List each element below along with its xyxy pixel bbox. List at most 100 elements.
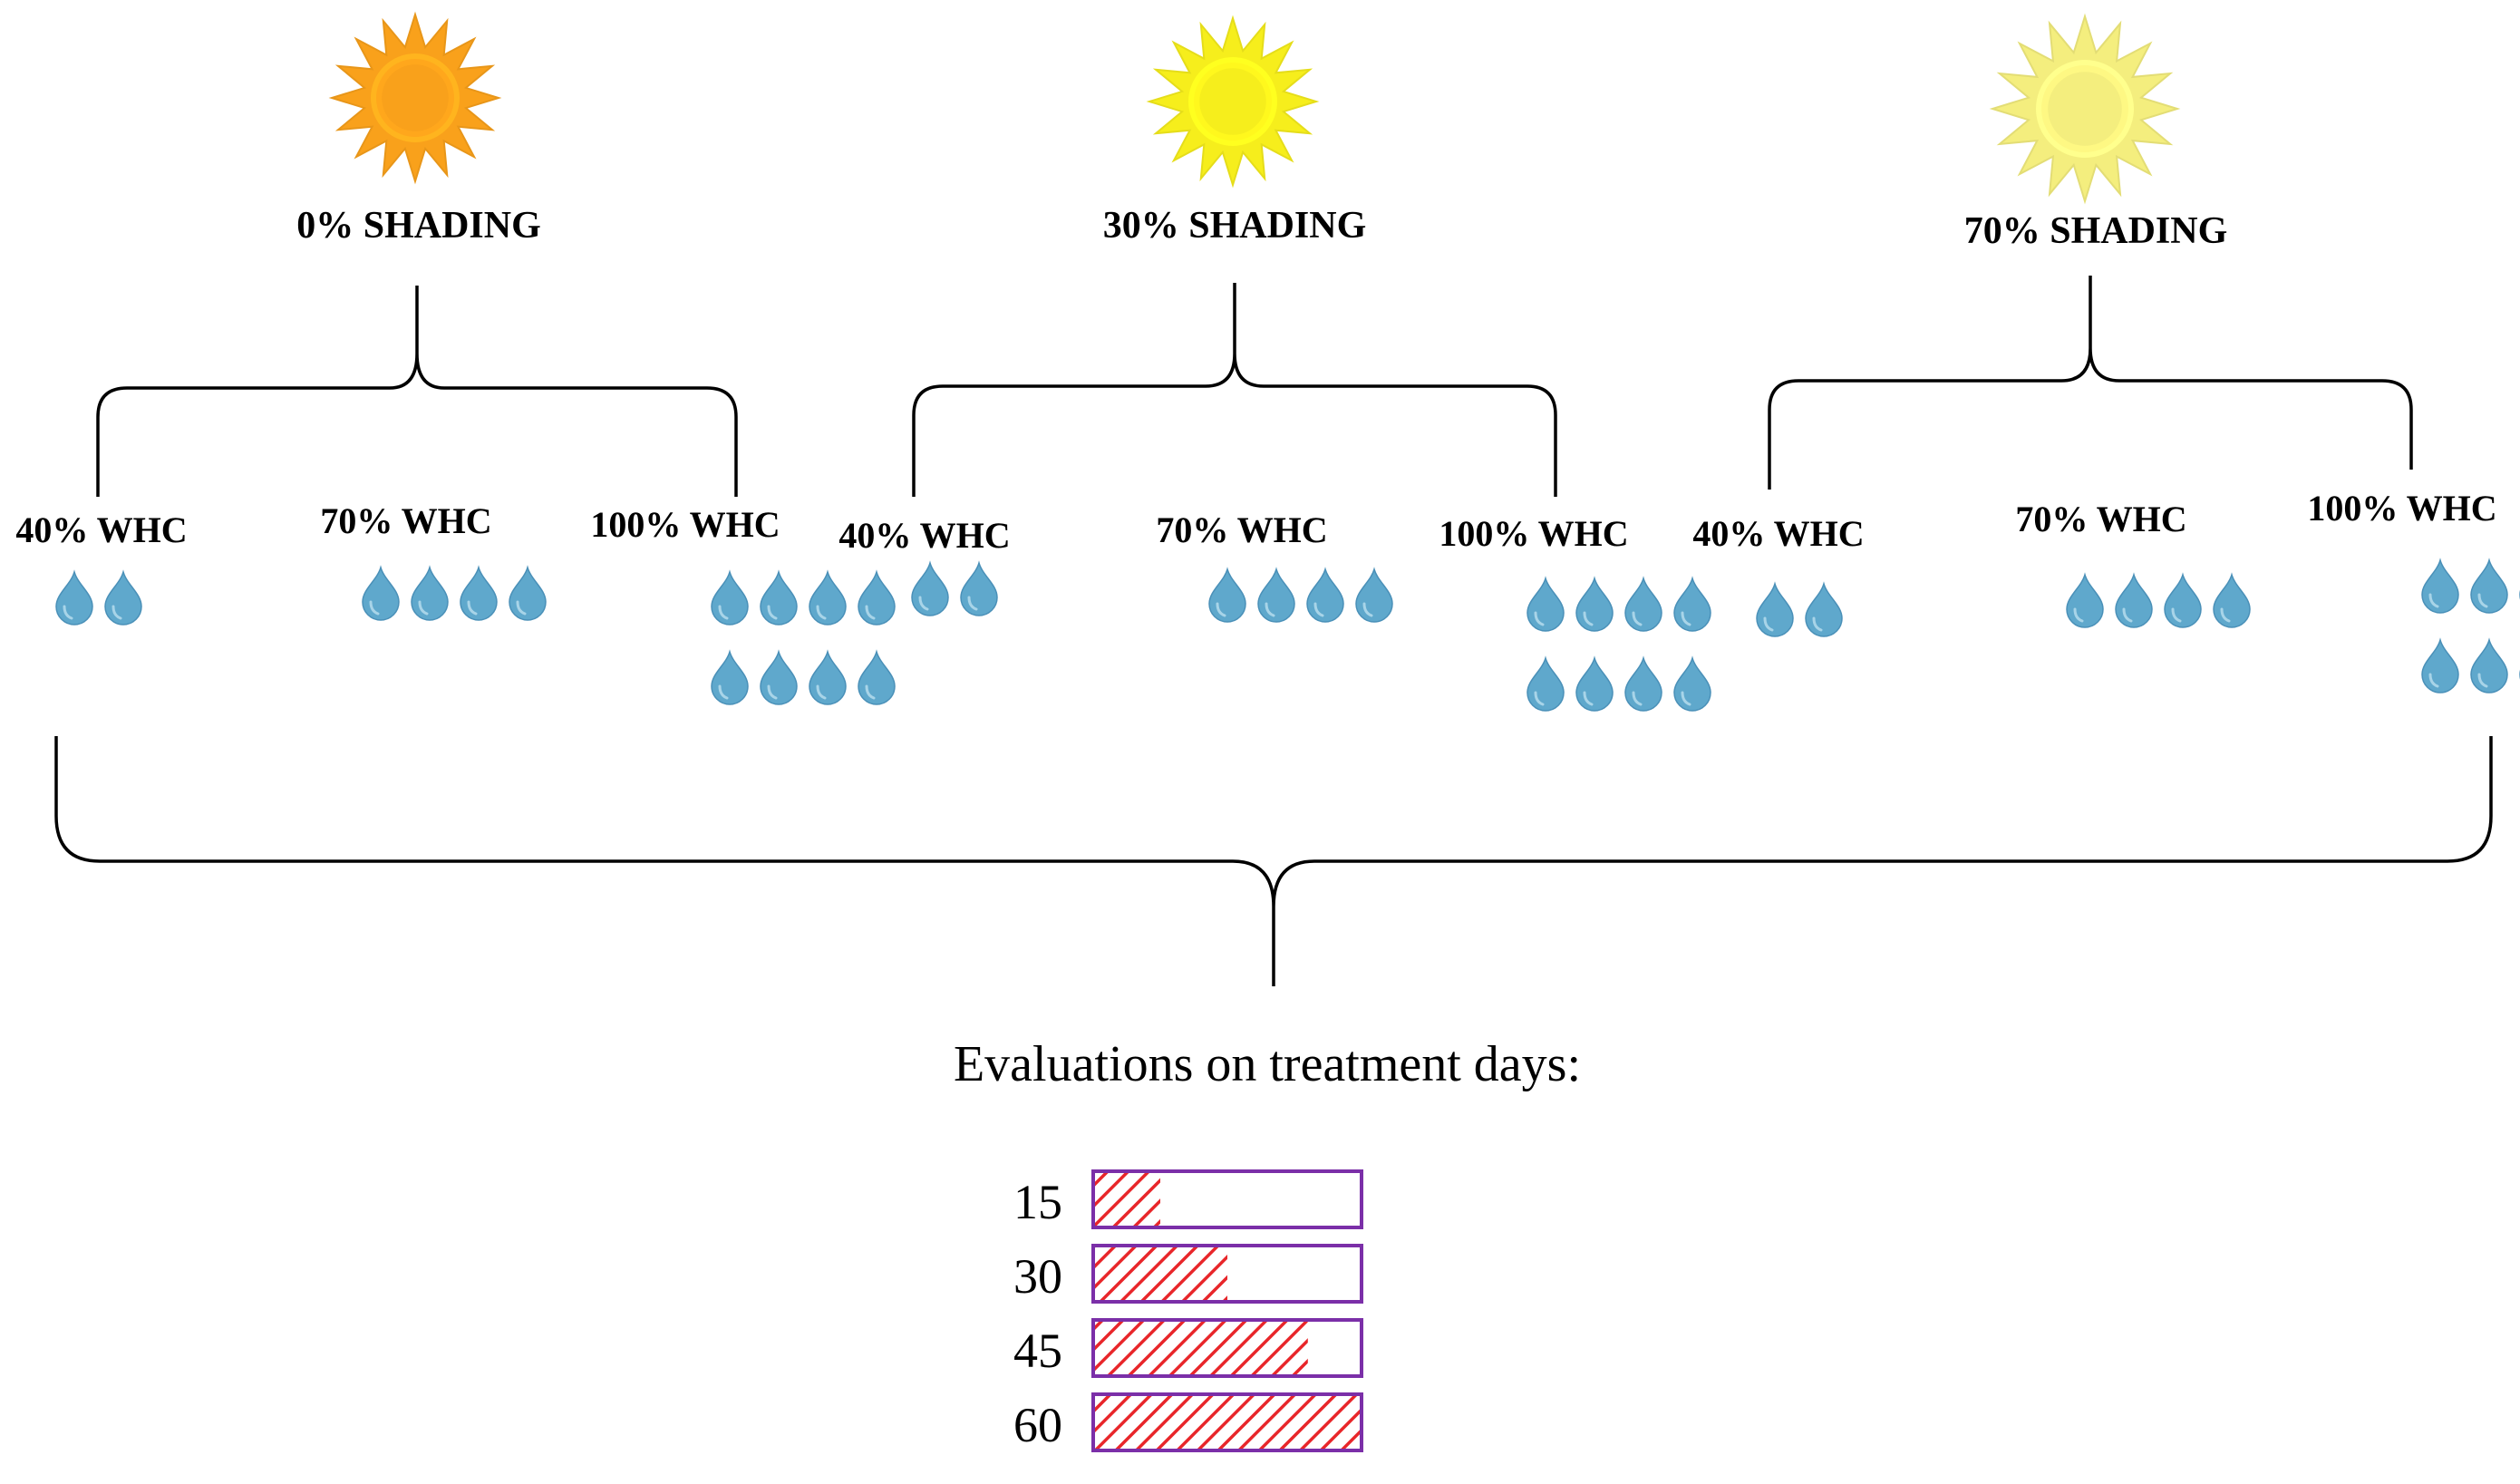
drop-highlight [767, 684, 778, 700]
evaluation-row: 60 [1013, 1392, 1363, 1452]
drop-highlight [1313, 602, 1324, 617]
drops-cluster [711, 569, 896, 705]
whc-level: 100% WHC [2307, 488, 2520, 694]
shading-label: 70% SHADING [1964, 210, 2228, 252]
evaluations-title: Evaluations on treatment days: [954, 1036, 1581, 1092]
drop-highlight [1681, 611, 1691, 626]
sun-core [1199, 68, 1266, 135]
drop-highlight [1812, 616, 1823, 632]
water-drop-icon [711, 569, 749, 626]
group-brace [1768, 276, 2413, 490]
water-drop-icon [2164, 572, 2202, 628]
drop-highlight [1681, 691, 1691, 706]
drop-highlight [816, 605, 827, 620]
drop-highlight [865, 605, 876, 620]
whc-level: 70% WHC [1156, 509, 1393, 623]
water-drop-icon [711, 649, 749, 705]
drops-cluster [1208, 567, 1393, 623]
whc-label: 40% WHC [15, 509, 187, 550]
drop-highlight [2428, 673, 2439, 688]
water-drop-icon [55, 569, 93, 626]
drop-highlight [718, 684, 729, 700]
whc-label: 70% WHC [320, 500, 491, 541]
drop-highlight [2477, 593, 2488, 608]
day-label: 60 [1013, 1398, 1062, 1452]
shading-group-2: 70% SHADING 40% WHC 70% WHC 100% WHC [1692, 13, 2520, 694]
water-drop-icon [1575, 655, 1614, 712]
water-drop-icon [460, 565, 498, 621]
water-drop-icon [809, 649, 847, 705]
sun-core [382, 64, 449, 131]
water-drop-icon [1575, 576, 1614, 632]
water-drop-icon [1756, 581, 1794, 637]
water-drop-icon [1624, 576, 1662, 632]
water-drop-icon [1527, 655, 1565, 712]
whc-label: 40% WHC [1692, 513, 1864, 554]
whc-label: 40% WHC [838, 515, 1010, 556]
whc-level: 70% WHC [320, 500, 547, 621]
drop-highlight [767, 605, 778, 620]
progress-fill [1093, 1246, 1227, 1302]
sun-icon [1989, 13, 2181, 205]
drop-highlight [1632, 691, 1643, 706]
drop-highlight [2122, 607, 2133, 623]
progress-border [1091, 1244, 1363, 1304]
drop-highlight [1362, 602, 1373, 617]
drop-highlight [1583, 611, 1594, 626]
drops-cluster [362, 565, 547, 621]
drop-highlight [2171, 607, 2182, 623]
water-drop-icon [1527, 576, 1565, 632]
whc-label: 70% WHC [2015, 499, 2186, 539]
water-drop-icon [509, 565, 547, 621]
drop-highlight [2428, 593, 2439, 608]
drop-highlight [918, 596, 929, 611]
water-drop-icon [1208, 567, 1246, 623]
water-drop-icon [2421, 558, 2459, 614]
drop-highlight [418, 600, 429, 616]
group-brace [912, 283, 1557, 497]
water-drop-icon [960, 560, 998, 616]
drop-highlight [2477, 673, 2488, 688]
drop-highlight [1534, 691, 1545, 706]
drop-highlight [1583, 691, 1594, 706]
drop-highlight [865, 684, 876, 700]
drop-highlight [718, 605, 729, 620]
whc-label: 70% WHC [1156, 509, 1327, 550]
drop-highlight [1632, 611, 1643, 626]
drop-highlight [1265, 602, 1275, 617]
drop-highlight [467, 600, 478, 616]
evaluation-row: 45 [1013, 1318, 1363, 1378]
whc-level: 100% WHC [590, 504, 896, 705]
drop-highlight [2220, 607, 2231, 623]
progress-border [1091, 1318, 1363, 1378]
water-drop-icon [2066, 572, 2104, 628]
evaluation-row: 30 [1013, 1244, 1363, 1304]
sun-icon [1146, 15, 1320, 189]
progress-fill [1093, 1320, 1308, 1376]
drop-highlight [816, 684, 827, 700]
whc-level: 40% WHC [838, 515, 1011, 616]
water-drop-icon [760, 569, 798, 626]
water-drop-icon [1306, 567, 1344, 623]
group-brace [96, 286, 738, 497]
water-drop-icon [2470, 637, 2508, 694]
water-drop-icon [2213, 572, 2251, 628]
water-drop-icon [2470, 558, 2508, 614]
whc-level: 40% WHC [15, 509, 188, 626]
progress-border [1091, 1392, 1363, 1452]
water-drop-icon [1257, 567, 1295, 623]
water-drop-icon [858, 649, 896, 705]
drop-highlight [369, 600, 380, 616]
water-drop-icon [858, 569, 896, 626]
water-drop-icon [411, 565, 449, 621]
sun-core [2048, 72, 2122, 146]
water-drop-icon [760, 649, 798, 705]
whc-level: 40% WHC [1692, 513, 1865, 637]
shading-label: 30% SHADING [1103, 205, 1367, 247]
water-drop-icon [1673, 576, 1711, 632]
whc-label: 100% WHC [2307, 488, 2496, 529]
whc-label: 100% WHC [590, 504, 780, 545]
drop-highlight [2073, 607, 2084, 623]
